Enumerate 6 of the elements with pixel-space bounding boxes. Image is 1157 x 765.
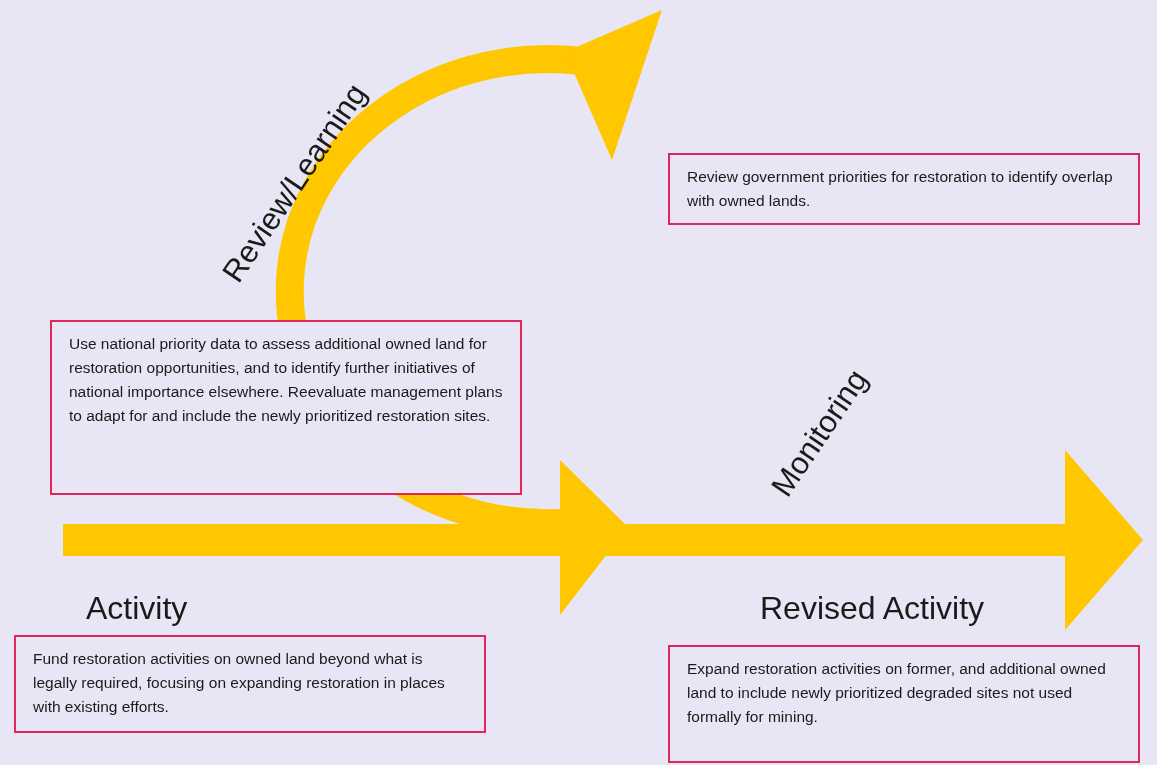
- text-box: Fund restoration activities on owned land beyond what is legally required, focusing on expanding restoration in places with existing efforts.: [14, 635, 486, 733]
- stage-label: Revised Activity: [760, 589, 985, 628]
- stage-label: Activity: [86, 589, 188, 628]
- text-box: Review government priorities for restoration to identify overlap with owned lands.: [668, 153, 1140, 225]
- text-box: Use national priority data to assess additional owned land for restoration opportunities, and to identify further initiatives of national importance elsewhere. Reevaluate management plans to adapt for and include the newly prioritized restoration sites.: [50, 320, 522, 495]
- text-box: Expand restoration activities on former, and additional owned land to include newly prioritized degraded sites not used formally for mining.: [668, 645, 1140, 763]
